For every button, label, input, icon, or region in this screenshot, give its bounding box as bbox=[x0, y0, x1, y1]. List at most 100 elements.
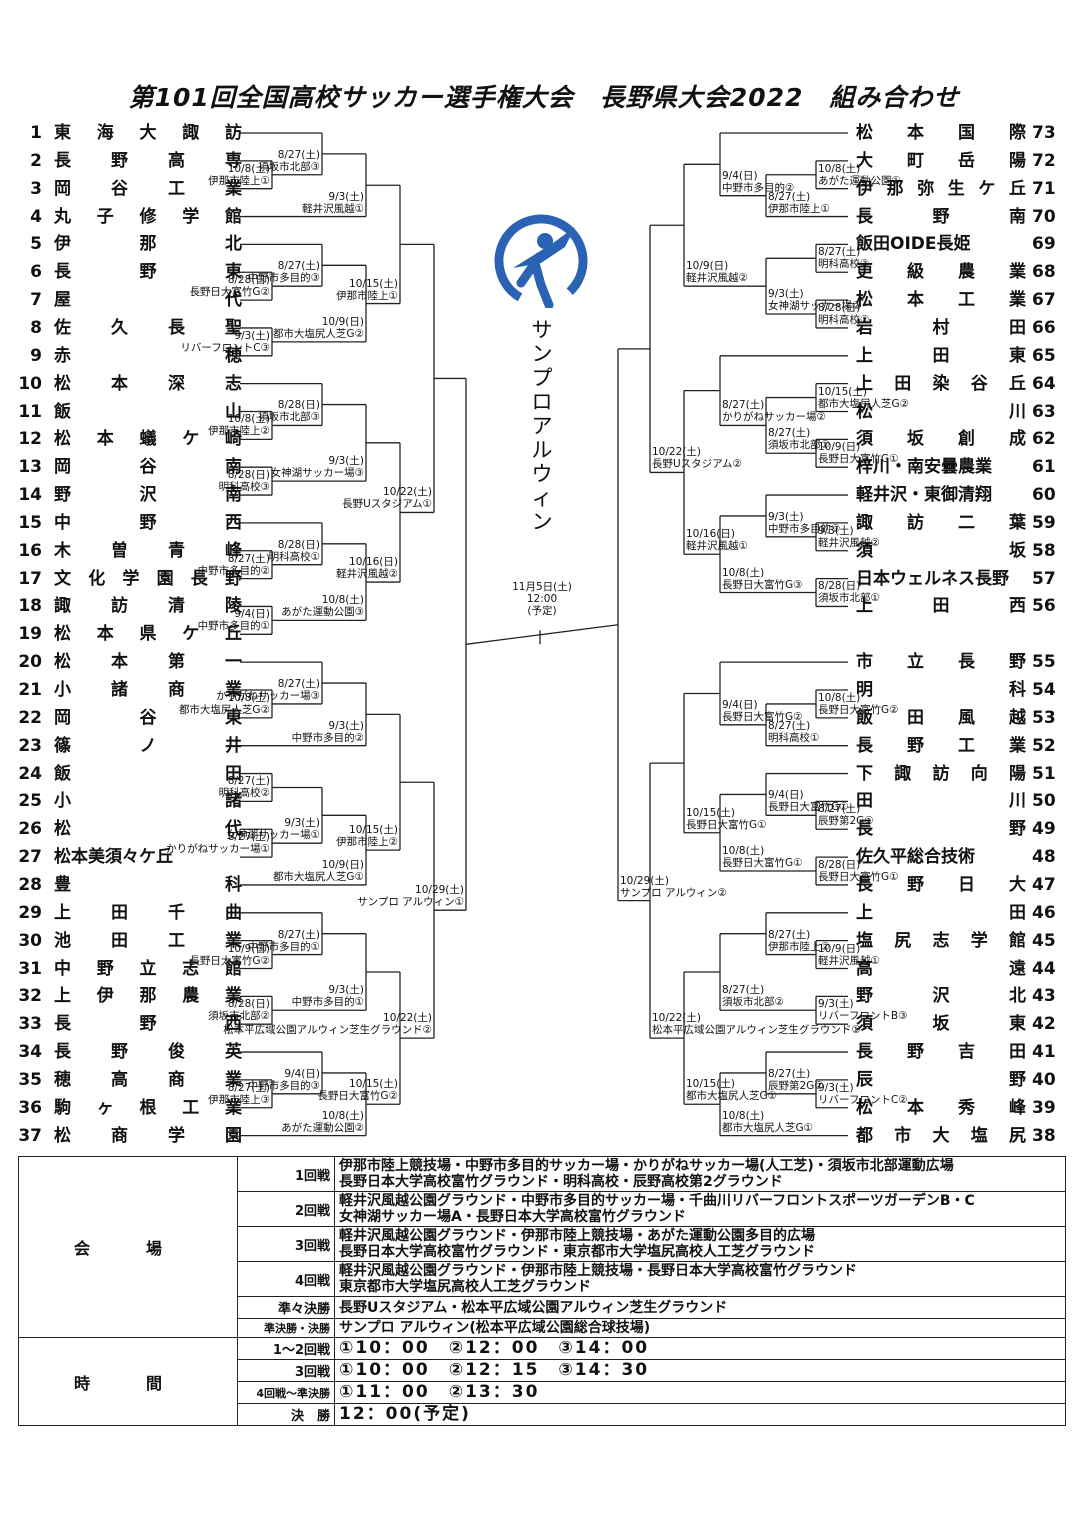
match-venue: 須坂市北部③ bbox=[258, 160, 320, 173]
left-match-label: 8/27(土)須坂市北部③ bbox=[258, 149, 320, 173]
team-name: 文化学園長野 bbox=[54, 568, 242, 589]
match-venue: あがた運動公園③ bbox=[281, 606, 364, 619]
match-date: 8/27(土) bbox=[277, 677, 320, 690]
match-venue: 軽井沢風越② bbox=[686, 272, 748, 285]
team-name: 軽井沢・東御清翔 bbox=[856, 485, 992, 506]
match-venue: リバーフロントC② bbox=[818, 1093, 908, 1106]
match-venue: 軽井沢風越① bbox=[818, 954, 880, 967]
team-name: 松本深志 bbox=[54, 373, 242, 394]
match-venue: 長野日大富竹G② bbox=[189, 954, 270, 967]
round-label: 3回戦 bbox=[237, 1359, 335, 1382]
team-name: 駒ヶ根工業 bbox=[54, 1097, 242, 1118]
venue-text: 軽井沢風越公園グラウンド・伊那市陸上競技場・あがた運動公園多目的広場 長野日本大… bbox=[334, 1226, 1066, 1262]
final-match-label: 11月5日(土) 12:00 (予定) bbox=[495, 581, 589, 617]
match-venue: サンプロ アルウィン① bbox=[357, 896, 464, 909]
left-match-label: 10/22(土)長野Uスタジアム① bbox=[342, 486, 432, 510]
right-match-label: 10/9(日)長野日大富竹G① bbox=[818, 441, 899, 465]
team-number: 10 bbox=[18, 373, 42, 394]
match-date: 10/9(日) bbox=[321, 858, 364, 871]
team-name: 野沢南 bbox=[54, 485, 242, 506]
team-name: 長野南 bbox=[856, 206, 1026, 227]
team-name: 松商学園 bbox=[54, 1125, 242, 1146]
match-date: 10/8(土) bbox=[227, 691, 270, 704]
left-team-13: 13 岡谷南 bbox=[12, 455, 242, 479]
venue-row: 2回戦軽井沢風越公園グラウンド・中野市多目的サッカー場・千曲川リバーフロントスポ… bbox=[19, 1191, 1066, 1227]
team-number: 59 bbox=[1032, 512, 1056, 533]
match-date: 10/15(土) bbox=[686, 1078, 735, 1091]
team-number: 23 bbox=[18, 735, 42, 756]
match-venue: 伊那市陸上② bbox=[208, 425, 270, 438]
match-date: 8/27(土) bbox=[818, 246, 861, 259]
team-name: 飯田OIDE長姫 bbox=[856, 234, 971, 255]
match-date: 10/16(日) bbox=[349, 556, 398, 569]
match-venue: 長野日大富竹G① bbox=[818, 870, 899, 883]
match-date: 9/3(土) bbox=[328, 719, 364, 732]
team-name: 長野高専 bbox=[54, 150, 242, 171]
match-date: 8/28(日) bbox=[818, 580, 861, 593]
team-name: 市立長野 bbox=[856, 652, 1026, 673]
team-name: 須坂 bbox=[856, 540, 1026, 561]
match-venue: 都市大塩尻人芝G② bbox=[178, 703, 270, 716]
match-venue: 長野日大富竹G① bbox=[768, 801, 849, 814]
round-label: 1〜2回戦 bbox=[237, 1337, 335, 1360]
team-name: 岡谷南 bbox=[54, 457, 242, 478]
team-number: 9 bbox=[30, 345, 42, 366]
match-venue: 女神湖サッカー場① bbox=[226, 829, 320, 842]
match-venue: 伊那市陸上③ bbox=[208, 1093, 270, 1106]
team-name: 明科 bbox=[856, 680, 1026, 700]
right-match-label: 8/27(土)須坂市北部② bbox=[722, 984, 784, 1008]
team-number: 34 bbox=[18, 1042, 42, 1063]
team-name: 長野 bbox=[856, 819, 1026, 840]
team-number: 26 bbox=[18, 819, 42, 840]
match-venue: 伊那市陸上① bbox=[208, 174, 270, 187]
venue-text: 軽井沢風越公園グラウンド・中野市多目的サッカー場・千曲川リバーフロントスポーツガ… bbox=[334, 1191, 1066, 1227]
match-date: 8/27(土) bbox=[768, 1067, 811, 1080]
match-venue: 長野日大富竹G② bbox=[189, 286, 270, 299]
match-date: 9/3(土) bbox=[328, 190, 364, 203]
left-match-label: 8/27(土)伊那市陸上③ bbox=[208, 1082, 270, 1106]
team-name: 上田東 bbox=[856, 345, 1026, 366]
team-name: 穂高商業 bbox=[54, 1069, 242, 1090]
team-name: 岩村田 bbox=[856, 317, 1026, 338]
match-date: 10/15(土) bbox=[349, 277, 398, 290]
match-date: 8/27(土) bbox=[768, 928, 811, 941]
team-number: 50 bbox=[1032, 791, 1056, 812]
team-number: 13 bbox=[18, 457, 42, 478]
time-text: ①10：00 ②12：00 ③14：00 bbox=[334, 1337, 1066, 1360]
match-date: 8/27(土) bbox=[227, 775, 270, 788]
team-name: 松本県ケ丘 bbox=[54, 624, 242, 645]
match-date: 9/3(土) bbox=[234, 329, 270, 342]
match-venue: 長野日大富竹G② bbox=[317, 1090, 398, 1103]
team-number: 42 bbox=[1032, 1014, 1056, 1035]
team-name: 須坂東 bbox=[856, 1014, 1026, 1035]
team-name: 上伊那農業 bbox=[54, 986, 242, 1007]
left-match-label: 10/29(土)サンプロ アルウィン① bbox=[357, 884, 464, 908]
final-note: (予定) bbox=[527, 605, 557, 617]
match-venue: 都市大塩尻人芝G① bbox=[272, 870, 364, 883]
team-name: 岡谷工業 bbox=[54, 178, 242, 199]
team-number: 18 bbox=[18, 596, 42, 617]
match-venue: 明科高校② bbox=[818, 313, 870, 326]
match-date: 8/27(土) bbox=[722, 399, 765, 412]
